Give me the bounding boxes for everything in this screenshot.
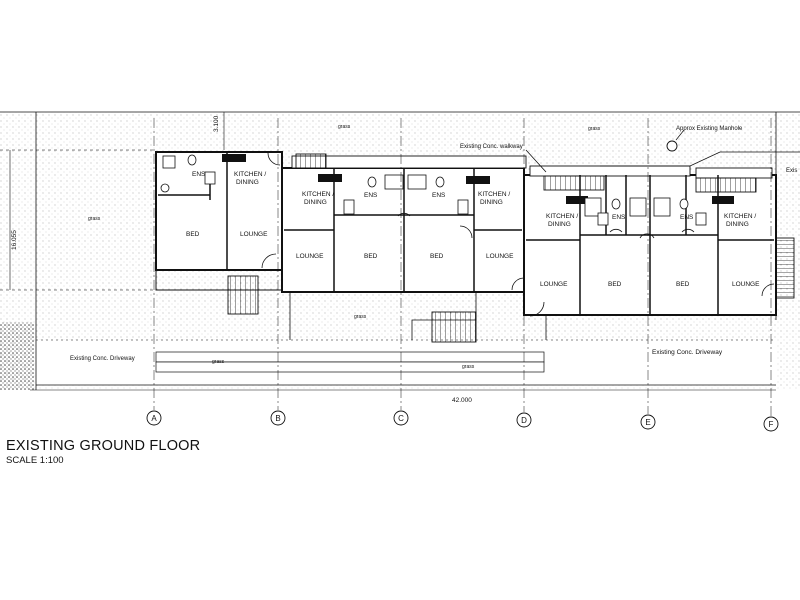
room-label-ens: ENS: [192, 171, 206, 178]
room-label-ens: ENS: [364, 192, 378, 199]
building-left: [155, 151, 527, 293]
room-label-bed: BED: [608, 281, 622, 288]
grid-marker-d: [516, 412, 532, 428]
site-labels: grass grass grass grass grass grass Exis…: [70, 124, 797, 370]
grass-label: grass: [338, 124, 351, 130]
grass-label: grass: [462, 364, 475, 370]
driveway-label-right: Existing Conc. Driveway: [652, 349, 723, 356]
grid-marker-label: E: [645, 418, 650, 427]
overall-width-dimension: 42.000: [452, 397, 472, 404]
door-swings: [261, 152, 775, 317]
manhole-icon: [666, 140, 678, 152]
drawing-title: EXISTING GROUND FLOOR: [6, 438, 201, 454]
room-label-kitchen: KITCHEN /: [478, 191, 510, 198]
edge-label: Exis: [786, 168, 797, 174]
grid-marker-label: B: [275, 414, 280, 423]
offset-dimension: 3.100: [213, 115, 220, 132]
room-label-dining: DINING: [304, 199, 327, 206]
room-label-bed: BED: [186, 231, 200, 238]
room-label-lounge: LOUNGE: [486, 253, 514, 260]
kitchen-benches: [222, 154, 734, 204]
room-label-lounge: LOUNGE: [296, 253, 324, 260]
room-label-bed: BED: [430, 253, 444, 260]
walkway-label: Existing Conc. walkway: [460, 144, 523, 150]
grass-label: grass: [354, 314, 367, 320]
grid-marker-label: C: [398, 414, 404, 423]
room-label-bed: BED: [364, 253, 378, 260]
grass-label: grass: [88, 216, 101, 222]
drawing-scale: SCALE 1:100: [6, 455, 64, 466]
room-label-kitchen: KITCHEN /: [234, 171, 266, 178]
room-label-kitchen: KITCHEN /: [302, 191, 334, 198]
room-label-dining: DINING: [480, 199, 503, 206]
room-label-kitchen: KITCHEN /: [724, 213, 756, 220]
room-label-dining: DINING: [236, 179, 259, 186]
room-label-lounge: LOUNGE: [540, 281, 568, 288]
grid-marker-label: A: [151, 414, 157, 423]
bathroom-fixtures: [160, 154, 707, 226]
grid-marker-label: F: [769, 420, 774, 429]
grass-label: grass: [212, 359, 225, 365]
room-label-lounge: LOUNGE: [732, 281, 760, 288]
entry-steps: [227, 153, 795, 343]
room-labels: ENS KITCHEN / DINING BED LOUNGE KITCHEN …: [186, 171, 760, 288]
interior-walls: [158, 152, 774, 315]
driveway-label-left: Existing Conc. Driveway: [70, 356, 135, 362]
room-label-ens: ENS: [432, 192, 446, 199]
room-label-bed: BED: [676, 281, 690, 288]
grid-marker-label: D: [521, 416, 527, 425]
grass-label: grass: [588, 126, 601, 132]
grid-marker-b: [270, 410, 286, 426]
room-label-dining: DINING: [548, 221, 571, 228]
grid-marker-f: [763, 416, 779, 432]
grid-marker-c: [393, 410, 409, 426]
dimension-lines: [9, 112, 776, 391]
room-label-ens: ENS: [612, 214, 626, 221]
paths: [289, 149, 800, 340]
grid-marker-e: [640, 414, 656, 430]
grid-marker-a: [146, 410, 162, 426]
room-label-ens: ENS: [680, 214, 694, 221]
room-label-dining: DINING: [726, 221, 749, 228]
depth-dimension: 16.055: [11, 230, 18, 250]
manhole-label: Approx Existing Manhole: [676, 126, 743, 132]
grid-axes: A B C D E F: [146, 118, 779, 432]
room-label-lounge: LOUNGE: [240, 231, 268, 238]
room-label-kitchen: KITCHEN /: [546, 213, 578, 220]
